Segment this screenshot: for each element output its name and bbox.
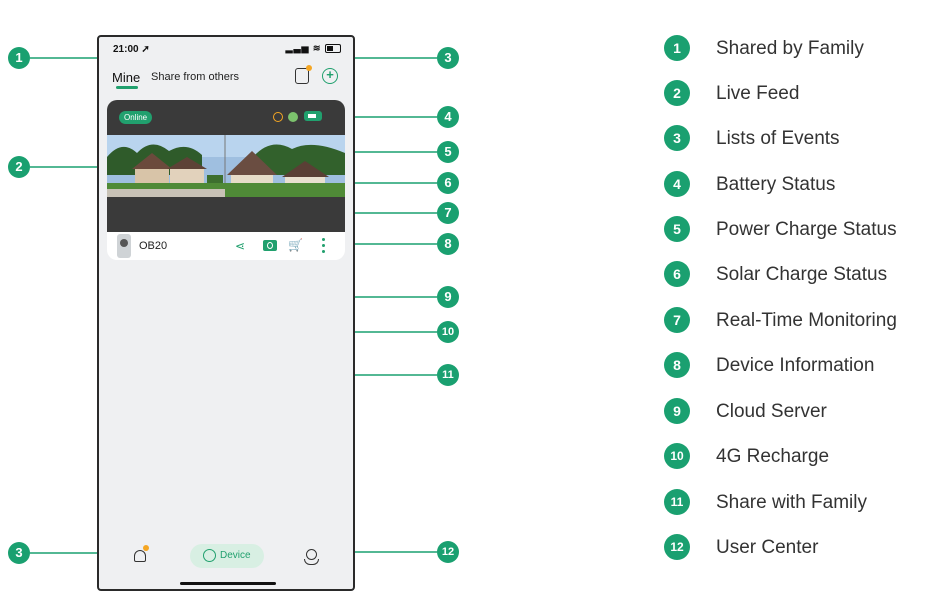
legend-number: 12 (664, 534, 690, 560)
recharge-icon[interactable] (263, 240, 277, 251)
device-card[interactable]: Online OB20 ⋖ 🛒 (107, 100, 345, 260)
callout-marker: 5 (437, 141, 459, 163)
legend-label: Battery Status (716, 174, 836, 195)
status-bar: 21:00 ➚ ▂▃▅ ≋ (99, 37, 353, 61)
tab-mine-underline (116, 86, 138, 89)
phone-screen: 21:00 ➚ ▂▃▅ ≋ Mine Share from others + (97, 35, 355, 591)
callout-marker: 7 (437, 202, 459, 224)
legend-label: Share with Family (716, 492, 867, 513)
callout-marker: 8 (437, 233, 459, 255)
bell-icon[interactable] (134, 550, 146, 562)
legend-label: User Center (716, 537, 819, 558)
legend-number: 7 (664, 307, 690, 333)
legend-number: 1 (664, 35, 690, 61)
legend-label: Lists of Events (716, 128, 840, 149)
battery-icon (304, 111, 322, 121)
legend-label: Cloud Server (716, 401, 827, 422)
callout-marker: 6 (437, 172, 459, 194)
legend-label: Shared by Family (716, 38, 864, 59)
callout-marker: 11 (437, 364, 459, 386)
callout-marker: 3 (8, 542, 30, 564)
legend-number: 9 (664, 398, 690, 424)
live-feed[interactable]: Online (107, 100, 345, 232)
camera-thumbnail-icon (117, 234, 131, 258)
online-status-badge: Online (119, 111, 153, 124)
legend-number: 5 (664, 216, 690, 242)
callout-marker: 12 (437, 541, 459, 563)
callout-marker: 2 (8, 156, 30, 178)
device-name: OB20 (139, 240, 168, 252)
cloud-icon[interactable]: 🛒 (288, 238, 303, 252)
callout-marker: 10 (437, 321, 459, 343)
device-info-row: OB20 ⋖ 🛒 (107, 232, 345, 260)
user-icon[interactable] (304, 549, 319, 565)
legend-number: 3 (664, 125, 690, 151)
events-icon[interactable] (295, 65, 312, 84)
phone-battery-icon (325, 44, 341, 54)
tab-mine[interactable]: Mine (112, 70, 141, 85)
nav-device-label: Device (220, 550, 251, 561)
nav-device-tab[interactable]: Device (190, 544, 264, 568)
status-time: 21:00 ➚ (113, 44, 150, 55)
callout-marker: 9 (437, 286, 459, 308)
power-charge-icon (273, 112, 283, 122)
legend-label: Real-Time Monitoring (716, 310, 897, 331)
legend-number: 4 (664, 171, 690, 197)
legend-number: 6 (664, 261, 690, 287)
add-icon[interactable]: + (322, 68, 338, 84)
tab-share-from-others[interactable]: Share from others (151, 71, 240, 83)
signal-wifi-icon: ▂▃▅ ≋ (285, 43, 322, 53)
legend-number: 10 (664, 443, 690, 469)
legend-label: 4G Recharge (716, 446, 830, 467)
events-badge-dot (306, 65, 312, 71)
legend-label: Solar Charge Status (716, 264, 888, 285)
callout-marker: 4 (437, 106, 459, 128)
legend-number: 2 (664, 80, 690, 106)
callout-marker: 3 (437, 47, 459, 69)
callout-marker: 1 (8, 47, 30, 69)
legend-label: Device Information (716, 355, 875, 376)
legend-number: 11 (664, 489, 690, 515)
legend-number: 8 (664, 352, 690, 378)
legend-label: Live Feed (716, 83, 800, 104)
camera-feed-image (107, 135, 345, 197)
bottom-nav: Device (99, 541, 353, 589)
solar-charge-icon (288, 112, 298, 122)
legend-label: Power Charge Status (716, 219, 897, 240)
bell-badge-dot (143, 545, 149, 551)
status-icons: ▂▃▅ ≋ (286, 43, 341, 54)
share-icon[interactable]: ⋖ (235, 239, 246, 253)
home-indicator (180, 582, 276, 585)
more-icon[interactable] (322, 238, 325, 254)
device-icon (203, 549, 216, 562)
